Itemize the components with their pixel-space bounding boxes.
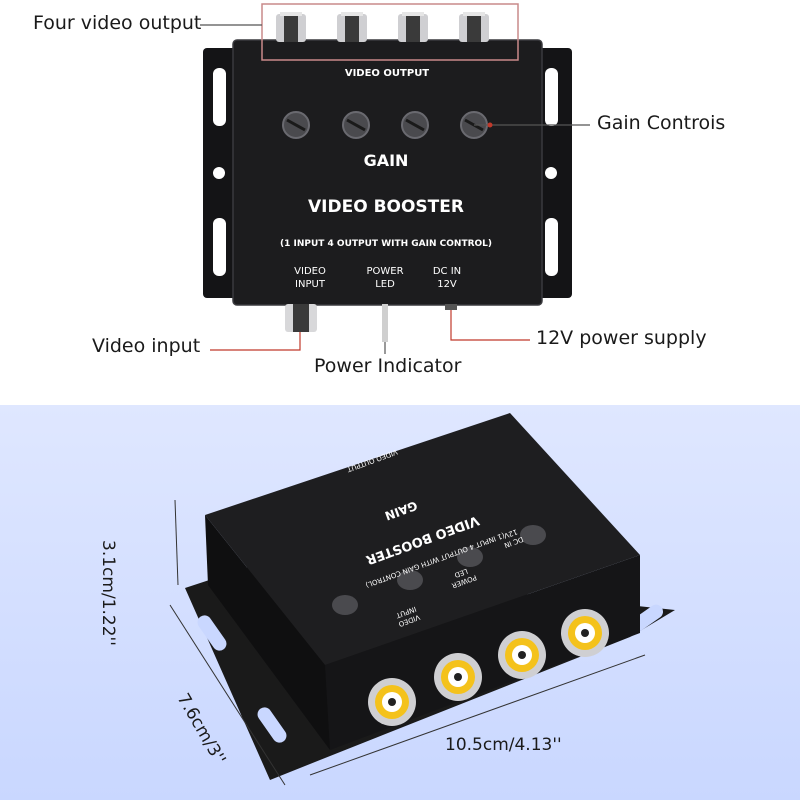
callout-power-supply: 12V power supply (536, 327, 707, 349)
front-power-led-l2: LED (375, 279, 395, 290)
front-power-led-l1: POWER (366, 266, 403, 277)
rca-output-3 (398, 12, 428, 42)
callout-gain-controls: Gain Controis (597, 112, 726, 134)
power-led-icon (382, 304, 388, 342)
rca-output-connectors (276, 12, 489, 42)
callout-four-video-output: Four video output (33, 12, 202, 34)
dim-width-label: 10.5cm/4.13'' (445, 735, 562, 755)
dim-line-width (309, 654, 646, 776)
gain-knob-3-icon (401, 111, 429, 139)
dim-height-label: 3.1cm/1.22'' (98, 540, 118, 646)
callout-power-indicator: Power Indicator (314, 355, 462, 377)
dim-line-depth (169, 604, 286, 786)
front-dc-in-l2: 12V (437, 279, 457, 290)
angled-rca-connectors (368, 609, 609, 726)
rca-output-1 (276, 12, 306, 42)
callout-line-video-input (210, 332, 301, 351)
device-body (233, 40, 542, 305)
angled-side-face (205, 515, 330, 750)
gain-knob-1-icon (282, 111, 310, 139)
device-angled-view: GAIN VIDEO BOOSTER (1 INPUT 4 OUTPUT WIT… (169, 413, 675, 786)
gain-knob-2-icon (342, 111, 370, 139)
front-video-output-label: VIDEO OUTPUT (345, 68, 429, 79)
rca-yellow-1-icon (368, 678, 416, 726)
rca-output-4 (459, 12, 489, 42)
front-dc-in-l1: DC IN (433, 266, 461, 277)
dc-jack-icon (445, 304, 457, 310)
angled-top-face (205, 413, 640, 665)
rca-yellow-3-icon (498, 631, 546, 679)
angled-gain-knobs (332, 525, 546, 615)
callout-video-input: Video input (92, 335, 201, 357)
front-subtitle: (1 INPUT 4 OUTPUT WITH GAIN CONTROL) (280, 239, 492, 249)
front-title: VIDEO BOOSTER (308, 197, 464, 217)
device-front-view: VIDEO OUTPUT GAIN VIDEO BOOSTER (1 INPUT… (200, 3, 590, 354)
rca-input-connector (285, 304, 317, 332)
front-video-input-l1: VIDEO (294, 266, 326, 277)
front-video-input-l2: INPUT (295, 279, 326, 290)
rca-yellow-2-icon (434, 653, 482, 701)
rca-yellow-4-icon (561, 609, 609, 657)
gain-knobs (282, 111, 488, 139)
front-gain-label: GAIN (364, 151, 409, 170)
outputs-highlight-box (261, 3, 519, 61)
callout-line-power-supply (450, 310, 530, 341)
dim-line-height (174, 499, 179, 586)
rca-output-2 (337, 12, 367, 42)
